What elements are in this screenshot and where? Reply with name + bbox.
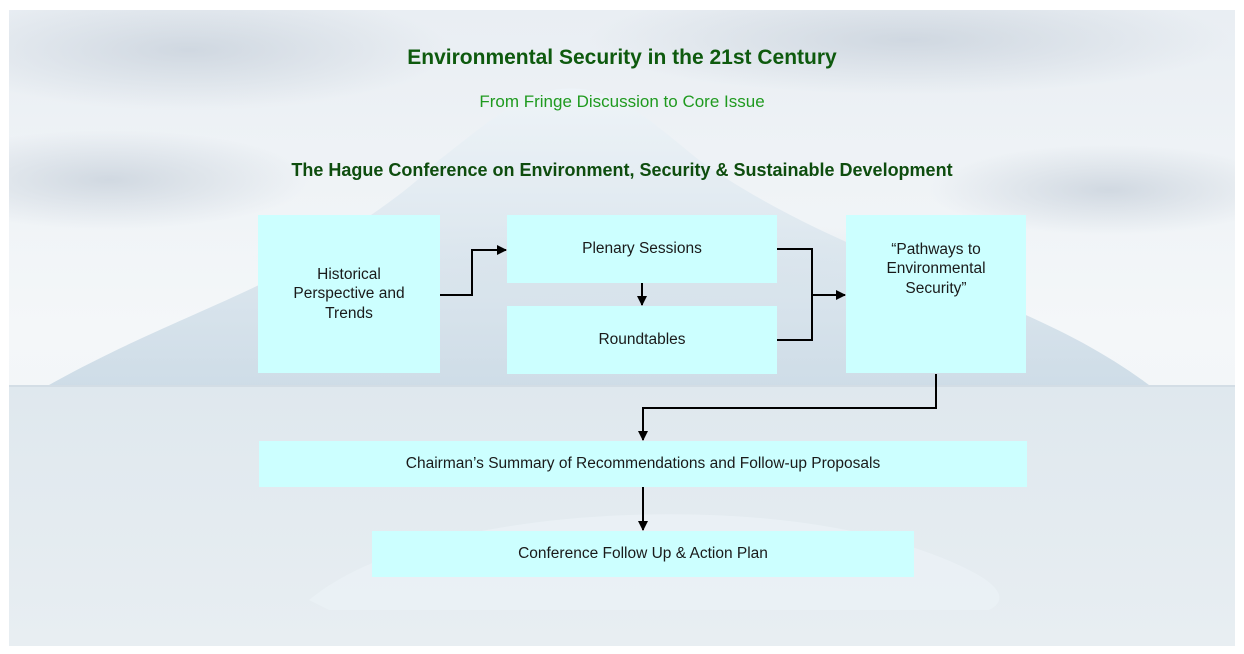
roundtables-label: Roundtables (598, 331, 686, 349)
page-title: Environmental Security in the 21st Centu… (407, 46, 837, 69)
plenary-sessions-box: Plenary Sessions (507, 215, 777, 283)
pathways-label: “Pathways to Environmental Security” (886, 241, 986, 297)
follow-up-box: Conference Follow Up & Action Plan (372, 531, 914, 577)
conference-title: The Hague Conference on Environment, Sec… (291, 160, 953, 180)
pathways-box: “Pathways to Environmental Security” (846, 215, 1026, 373)
follow-up-label: Conference Follow Up & Action Plan (518, 545, 768, 563)
page-subtitle: From Fringe Discussion to Core Issue (479, 92, 765, 111)
historical-perspective-box: Historical Perspective and Trends (258, 215, 440, 373)
chairmans-summary-box: Chairman’s Summary of Recommendations an… (259, 441, 1027, 487)
roundtables-box: Roundtables (507, 306, 777, 374)
plenary-sessions-label: Plenary Sessions (582, 240, 702, 258)
chairmans-summary-label: Chairman’s Summary of Recommendations an… (405, 455, 881, 473)
historical-perspective-label: Historical Perspective and Trends (293, 265, 405, 322)
